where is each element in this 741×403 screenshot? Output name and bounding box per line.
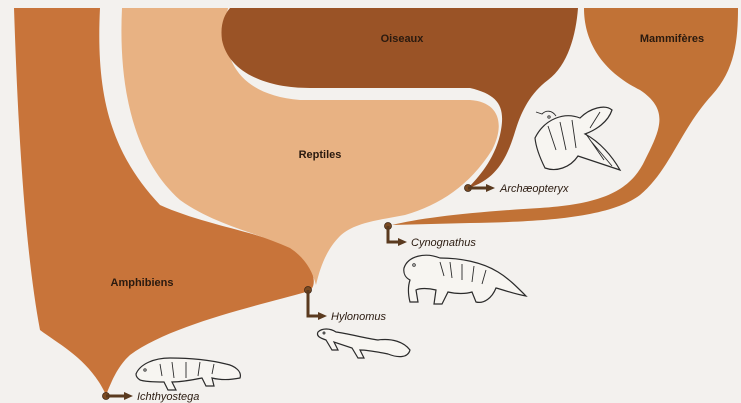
label-reptiles: Reptiles [299,149,342,161]
species-label-ichthyostega: Ichthyostega [137,391,199,403]
cynognathus-illustration [404,255,526,304]
ichthyostega-illustration [136,358,240,390]
label-mammiferes: Mammifères [640,33,704,45]
species-label-hylonomus: Hylonomus [331,311,387,323]
label-oiseaux: Oiseaux [381,33,425,45]
hylonomus-illustration [317,329,410,358]
pointer-ichthyostega [106,392,133,400]
pointer-cynognathus [388,226,407,246]
label-amphibiens: Amphibiens [111,277,174,289]
pointer-hylonomus [308,290,327,320]
species-label-archaeopteryx: Archæopteryx [499,183,569,195]
species-label-cynognathus: Cynognathus [411,237,476,249]
archaeopteryx-illustration [535,107,620,170]
